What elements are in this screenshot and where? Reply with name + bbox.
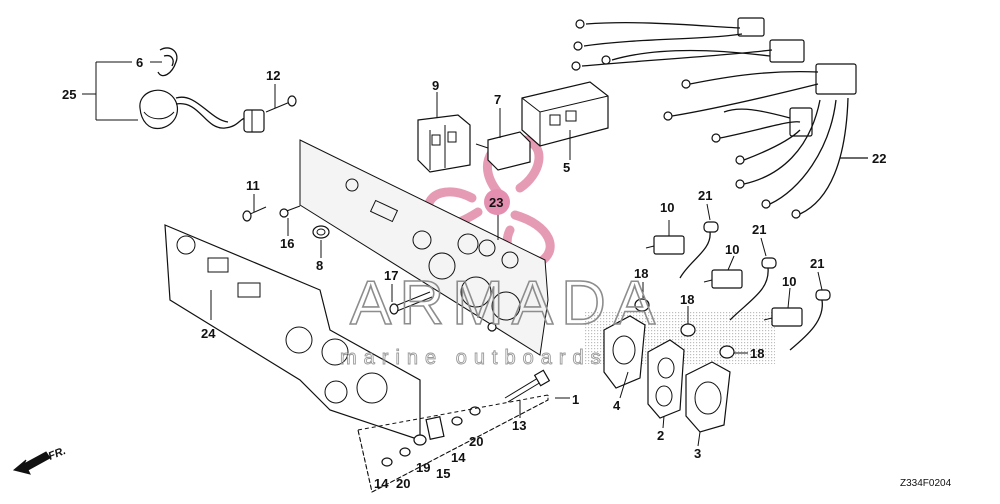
- callout-21b[interactable]: 21: [752, 222, 766, 237]
- watermark-brand: ARMADA: [350, 269, 663, 338]
- leader-lines: [82, 61, 823, 447]
- part-21-fuse-holders: [679, 221, 831, 351]
- callout-23[interactable]: 23: [489, 195, 503, 210]
- callout-14b[interactable]: 14: [451, 450, 466, 465]
- part-17-bolt: [389, 291, 433, 315]
- part-13-bolt: [504, 369, 551, 403]
- part-4-receptacle: [603, 315, 646, 389]
- part-16-screw: [279, 205, 301, 218]
- front-arrow-icon: [12, 451, 51, 475]
- part-12-screw: [265, 95, 297, 113]
- part-25-cap-assembly: [139, 89, 265, 133]
- callout-1[interactable]: 1: [572, 392, 579, 407]
- callout-21c[interactable]: 21: [810, 256, 824, 271]
- part-9-switch: [417, 114, 471, 173]
- callout-9[interactable]: 9: [432, 78, 439, 93]
- callout-19[interactable]: 19: [416, 460, 430, 475]
- front-label: FR.: [47, 445, 68, 463]
- part-3-receptacle: [685, 361, 731, 433]
- part-10-breaker-a: [645, 235, 685, 255]
- callout-15[interactable]: 15: [436, 466, 450, 481]
- callout-7[interactable]: 7: [494, 92, 501, 107]
- part-22-harness: [571, 17, 868, 219]
- callout-12[interactable]: 12: [266, 68, 280, 83]
- callout-5[interactable]: 5: [563, 160, 570, 175]
- callout-23-badge: [484, 189, 510, 215]
- part-10-breaker-b: [703, 269, 743, 289]
- callout-11[interactable]: 11: [246, 178, 260, 193]
- callout-14a[interactable]: 14: [374, 476, 389, 491]
- callout-18b[interactable]: 18: [680, 292, 694, 307]
- part-6-band: [157, 47, 178, 77]
- callout-labels: 1 2 3 4 5 6 7 8 9 10 10 10 11 12 13 14 1…: [62, 55, 886, 491]
- callout-6[interactable]: 6: [136, 55, 143, 70]
- callout-16[interactable]: 16: [280, 236, 294, 251]
- callout-20b[interactable]: 20: [469, 434, 483, 449]
- callout-4[interactable]: 4: [613, 398, 621, 413]
- part-11-screw: [242, 206, 267, 222]
- part-8-knob: [312, 225, 330, 239]
- callout-8[interactable]: 8: [316, 258, 323, 273]
- callout-10a[interactable]: 10: [660, 200, 674, 215]
- front-direction-marker: FR.: [12, 445, 68, 475]
- figure-code: Z334F0204: [900, 478, 952, 489]
- callout-2[interactable]: 2: [657, 428, 664, 443]
- callout-17[interactable]: 17: [384, 268, 398, 283]
- part-24-outer-panel: [164, 224, 421, 441]
- callout-25[interactable]: 25: [62, 87, 76, 102]
- part-5-coupler: [521, 81, 609, 147]
- callout-10c[interactable]: 10: [782, 274, 796, 289]
- callout-13[interactable]: 13: [512, 418, 526, 433]
- callout-22[interactable]: 22: [872, 151, 886, 166]
- callout-24[interactable]: 24: [201, 326, 216, 341]
- callout-20a[interactable]: 20: [396, 476, 410, 491]
- part-1-group-outline-b: [357, 395, 549, 493]
- part-18-grommets: [634, 298, 735, 359]
- callout-3[interactable]: 3: [694, 446, 701, 461]
- inner-bracket-panel: [299, 139, 549, 356]
- part-10-breaker-c: [763, 307, 803, 327]
- hardware-stack: [381, 322, 497, 467]
- part-7-toggle: [475, 131, 531, 171]
- callout-21a[interactable]: 21: [698, 188, 712, 203]
- part-2-receptacle: [647, 339, 685, 419]
- callout-10b[interactable]: 10: [725, 242, 739, 257]
- watermark-tagline: marine outboards: [340, 347, 608, 369]
- callout-18c[interactable]: 18: [750, 346, 764, 361]
- callout-18a[interactable]: 18: [634, 266, 648, 281]
